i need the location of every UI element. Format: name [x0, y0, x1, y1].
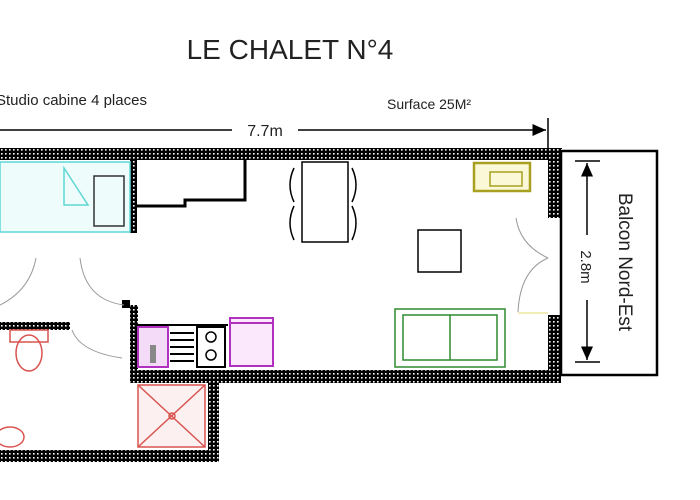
- balcony: 2.8m Balcon Nord-Est: [559, 149, 659, 377]
- surface-label: Surface 25M²: [387, 96, 471, 112]
- dining-table: [289, 161, 357, 243]
- width-label: 2.8m: [577, 250, 594, 283]
- interior-doors: [0, 257, 125, 359]
- coffee-table: [417, 229, 462, 273]
- kitchen: [137, 317, 274, 368]
- walls: [0, 148, 562, 462]
- tv-unit: [472, 161, 532, 193]
- length-label: 7.7m: [247, 123, 283, 140]
- plan-title: LE CHALET N°4: [187, 34, 394, 65]
- counter: [137, 160, 247, 208]
- length-dimension: 7.7m: [0, 118, 549, 150]
- plan-subtitle: Studio cabine 4 places: [0, 92, 147, 109]
- balcony-door: [515, 217, 549, 314]
- bathroom: [0, 329, 206, 448]
- closet: [0, 161, 131, 233]
- balcony-label: Balcon Nord-Est: [614, 193, 635, 332]
- sofa: [394, 308, 506, 368]
